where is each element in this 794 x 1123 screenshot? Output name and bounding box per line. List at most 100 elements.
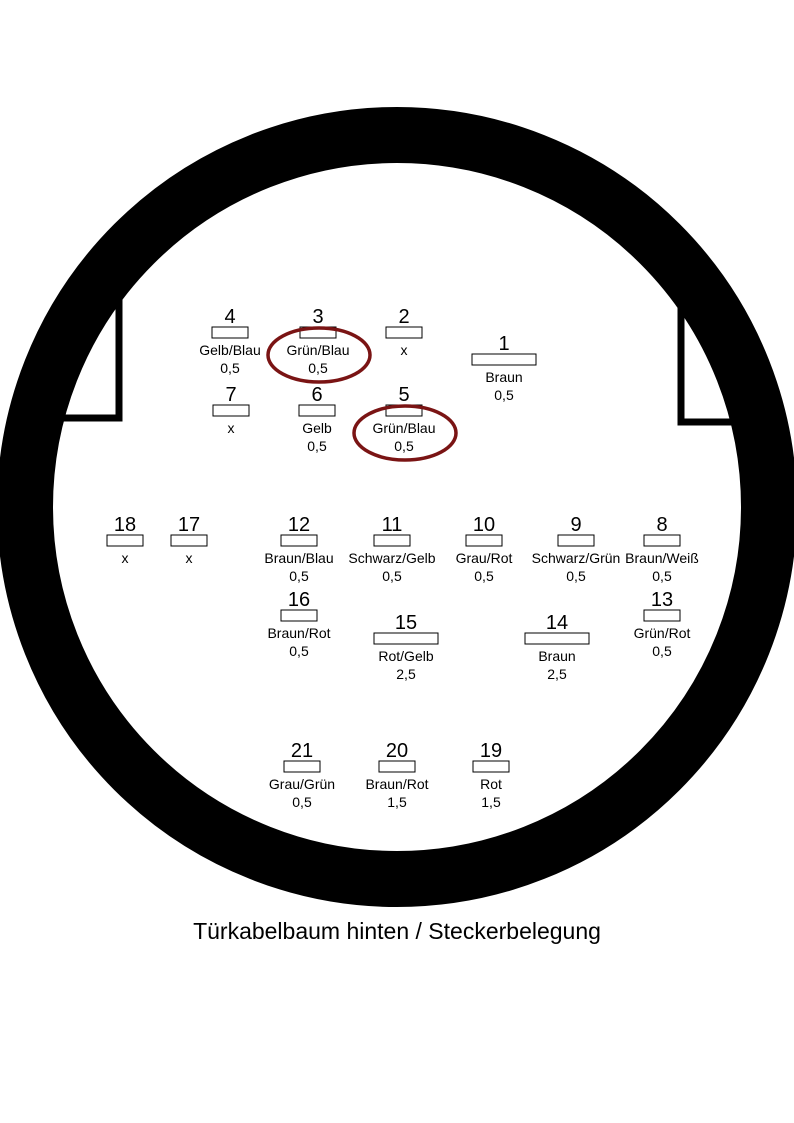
pin-slot [471,353,537,366]
pin-number: 8 [656,514,667,536]
right-latch [677,300,740,426]
pin-wire-color: Schwarz/Grün [532,550,621,566]
pin-number: 10 [473,514,495,536]
pin-wire-color: Braun/Weiß [625,550,699,566]
pin-slot [557,534,595,547]
pin-wire-color: Grün/Blau [286,342,349,358]
pin-number: 16 [288,589,310,611]
pin-number: 5 [398,384,409,406]
pin-wire-size: 0,5 [289,643,309,659]
pin-slot [212,404,250,417]
pin-wire-size: 2,5 [396,666,416,682]
pin-wire-color: Braun [485,369,522,385]
pin-wire-color: Braun/Rot [365,776,428,792]
pin-number: 21 [291,740,313,762]
highlight-ellipse [352,404,458,462]
pin-wire-color: Rot/Gelb [378,648,433,664]
pin-wire-size: 1,5 [481,794,501,810]
pin-wire-size: 0,5 [220,360,240,376]
pin-wire-color: Grau/Rot [456,550,513,566]
pin-slot [298,404,336,417]
pin-slot [106,534,144,547]
pin-wire-color: Braun/Rot [267,625,330,641]
pin-wire-size: 0,5 [494,387,514,403]
pin-number: 19 [480,740,502,762]
pin-wire-color: x [186,550,193,566]
pin-slot [643,609,681,622]
pin-wire-size: 0,5 [652,643,672,659]
pin-wire-color: Braun [538,648,575,664]
pin-number: 1 [498,333,509,355]
pin-wire-color: x [401,342,408,358]
pin-slot [643,534,681,547]
pin-slot [280,534,318,547]
pin-slot [170,534,208,547]
pin-number: 2 [398,306,409,328]
pin-slot [465,534,503,547]
pin-number: 4 [224,306,235,328]
pin-slot [373,632,439,645]
pin-slot [280,609,318,622]
pin-wire-color: Grau/Grün [269,776,335,792]
diagram-caption: Türkabelbaum hinten / Steckerbelegung [193,918,601,944]
left-latch [62,293,123,422]
pin-2: 2x [385,306,423,358]
pin-wire-size: 0,5 [292,794,312,810]
pin-wire-color: Gelb/Blau [199,342,260,358]
pin-number: 11 [382,514,403,536]
pin-wire-size: 0,5 [289,568,309,584]
pin-wire-size: 0,5 [566,568,586,584]
pin-7: 7x [212,384,250,436]
pin-wire-color: Schwarz/Gelb [348,550,435,566]
pin-wire-size: 0,5 [474,568,494,584]
pin-wire-size: 1,5 [387,794,407,810]
pin-wire-size: 0,5 [394,438,414,454]
pin-layer: 1Braun0,52x3Grün/Blau0,54Gelb/Blau0,55Gr… [106,306,699,810]
highlight-ellipse [266,326,372,384]
pin-wire-color: Braun/Blau [264,550,333,566]
pin-number: 20 [386,740,408,762]
pin-wire-size: 0,5 [308,360,328,376]
pin-number: 7 [225,384,236,406]
pin-slot [373,534,411,547]
pin-wire-color: Gelb [302,420,332,436]
pin-18: 18 x [106,514,144,566]
pin-wire-size: 0,5 [652,568,672,584]
pin-number: 18 [114,514,136,536]
pin-wire-color: Grün/Rot [634,625,691,641]
pin-17: 17x [170,514,208,566]
pin-slot [211,326,249,339]
pin-slot [472,760,510,773]
pin-wire-color: x [122,550,129,566]
pin-number: 13 [651,589,673,611]
pin-number: 14 [546,612,568,634]
pin-wire-size: 0,5 [307,438,327,454]
connector-housing-ring [0,107,794,907]
pin-slot [283,760,321,773]
pin-number: 15 [395,612,417,634]
pin-wire-color: x [228,420,235,436]
pin-wire-size: 2,5 [547,666,567,682]
pin-number: 3 [312,306,323,328]
pin-number: 9 [570,514,581,536]
pin-wire-size: 0,5 [382,568,402,584]
pin-number: 12 [288,514,310,536]
